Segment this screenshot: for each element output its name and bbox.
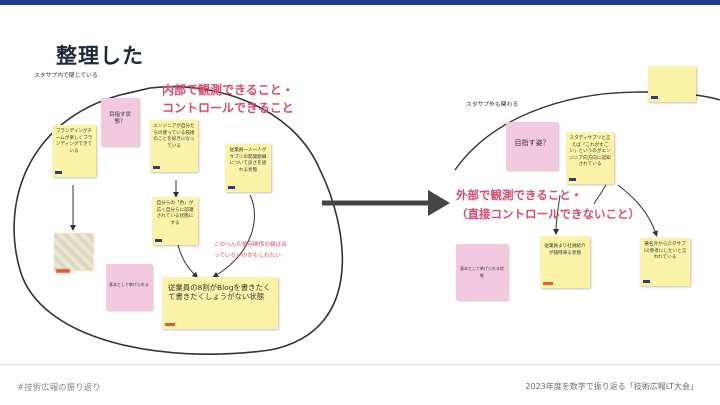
blurred-sticky-note — [54, 233, 94, 271]
sticky-note-study: スタディサプリと言えば「これがすごい」というのがエンジニア向方向に認知されている — [566, 132, 614, 184]
right-heading-line2: （直接コントロールできないこと） — [456, 206, 640, 222]
footer-event-title: 2023年度を数字で振り返る「技術広報LT大会」 — [525, 381, 698, 392]
arrow-self-to-big — [178, 245, 196, 276]
dependency-annotation-line1: このへんの依存関係の線は合 — [214, 241, 287, 250]
footer-hashtag: #技術広報の振り返り — [17, 381, 101, 393]
right-heading-line1: 外部で観測できること・ — [456, 187, 582, 203]
footer-divider — [0, 364, 720, 365]
dependency-annotation-line2: っていないのかもしれない — [214, 252, 281, 261]
sticky-note-member: 従業員一人一人がサプリの開発組織について良さを語れる状態 — [225, 144, 271, 192]
left-scope-label: スタサプ内で閉じている — [34, 70, 98, 79]
sticky-note-pink-right: 基本として挙げられる状態 — [456, 244, 508, 300]
sticky-note-outside: 著名外からスタサプ(ii)参考にしたいと言われている — [640, 238, 690, 286]
sticky-note-introduce: 従業員より社員紹介が随時来る状態 — [540, 236, 590, 288]
big-center-arrowhead — [428, 190, 450, 216]
left-heading-line1: 内部で観測できること・ — [162, 81, 294, 98]
sticky-note-engineer: エンジニアが自分たちの使っている技術のことを好きになっている — [150, 120, 198, 172]
sticky-note-top-right — [648, 66, 696, 102]
arrow-member-to-big — [215, 195, 255, 276]
sticky-note-self: 自分らの「色」が広く自分らに認識されている状態にする — [152, 197, 198, 245]
sticky-note-pink-left: 基本として挙げられる — [106, 264, 152, 310]
sticky-note-blog: 従業員の8割がBlogを書きたくて書きたくしょうがない状態 — [162, 277, 278, 329]
arrow-right-mid — [594, 185, 606, 204]
sticky-note-branding: ブランディングチームが楽しくブランディングできている — [52, 125, 96, 177]
sticky-note-goal-left: 目指す状態？ — [101, 98, 139, 146]
sticky-note-goal-right: 目指す姿？ — [506, 122, 558, 170]
right-scope-label: スタサプ外も関わる — [466, 99, 518, 108]
left-heading-line2: コントロールできること — [162, 99, 294, 116]
